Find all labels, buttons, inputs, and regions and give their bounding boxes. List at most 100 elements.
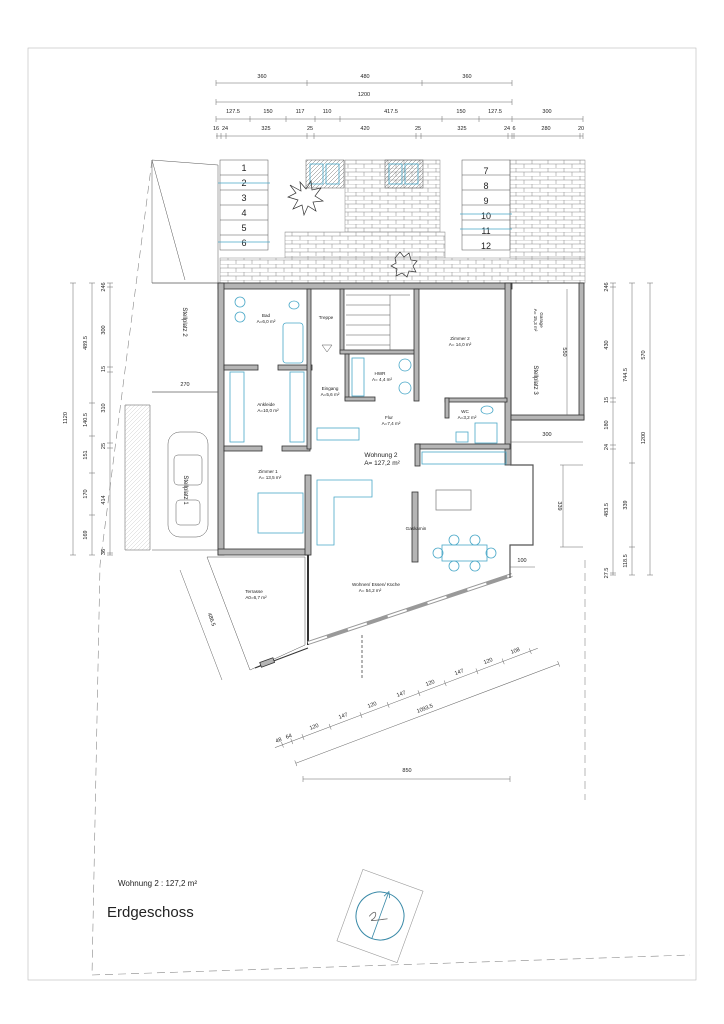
dim-label: 480	[360, 74, 369, 80]
dim-label: 300	[542, 109, 551, 115]
building	[167, 282, 585, 671]
floor-title: Erdgeschoss	[107, 904, 194, 921]
bike-space-6: 6	[241, 238, 246, 248]
staircase	[346, 294, 410, 350]
dimensions-diagonal: 48 64 120 147 120 147 120 147 120 108 10…	[274, 647, 560, 767]
kitchen-island	[435, 489, 472, 511]
dim-label: 140.5	[83, 413, 89, 427]
dim-label: 486.5	[206, 612, 216, 627]
dining-table	[441, 544, 488, 562]
bike-space-9: 9	[483, 196, 488, 206]
dim-label: 120	[309, 723, 320, 732]
dim-label: 180	[604, 420, 610, 429]
dim-label: 417.5	[384, 109, 398, 115]
bike-parking-left: 1 2 3 4 5 6	[218, 159, 270, 251]
bike-space-4: 4	[241, 208, 246, 218]
dimension-bottom: 850	[302, 768, 511, 782]
dim-label: 170	[83, 489, 89, 498]
sink-icon	[234, 296, 246, 308]
dim-label: 1093.5	[416, 703, 434, 715]
dim-label: 15	[101, 366, 107, 372]
kitchen-counter	[421, 451, 507, 465]
dim-label: 169	[83, 530, 89, 539]
dim-label: 118.5	[623, 554, 629, 567]
garage	[510, 282, 584, 421]
bed-icon	[257, 492, 304, 534]
dim-label: 16	[213, 126, 219, 132]
car-icon	[167, 431, 209, 538]
washer-icon	[398, 358, 412, 372]
room-eingang-name: Eingang	[322, 386, 339, 391]
bike-space-7: 7	[483, 166, 488, 176]
entrance-marker-icon	[321, 344, 333, 353]
dim-label: 300	[542, 432, 551, 438]
shower-icon	[474, 422, 498, 444]
room-treppe-name: Treppe	[319, 315, 334, 320]
cabinet	[351, 357, 365, 397]
dim-label: 25	[415, 126, 421, 132]
dim-label: 24	[604, 444, 610, 450]
property-boundary	[91, 159, 691, 976]
dim-label: 325	[261, 126, 270, 132]
garage-area: A= 15,3 m²	[533, 309, 538, 332]
room-wc-area: A=3,2 m²	[458, 415, 477, 420]
room-hwr-area: A= 4,4 m²	[372, 377, 393, 382]
north-arrow-icon	[336, 868, 424, 964]
room-wohnen-name: Wohnen/ Essen/ Küche	[352, 582, 400, 587]
bike-space-1: 1	[241, 163, 246, 173]
bicycle-icon	[218, 182, 270, 243]
dim-label: 27.5	[604, 568, 610, 579]
apartment-summary: Wohnung 2 : 127,2 m²	[118, 879, 197, 888]
dim-label: 48	[275, 737, 283, 745]
stellplatz1-label: Stellplatz 1	[182, 475, 188, 505]
dim-label: 24	[504, 126, 510, 132]
bike-space-5: 5	[241, 223, 246, 233]
room-terrasse-name: Terrasse	[245, 589, 263, 594]
garage-name: Garage	[539, 312, 544, 328]
dim-label: 1120	[63, 412, 69, 424]
dimensions-top: 360 480 360 1200 127.5 150 117 110 417.5…	[213, 74, 584, 139]
waste-bins	[305, 159, 424, 189]
room-wc-name: WC	[461, 409, 469, 414]
dim-label: 1200	[641, 432, 647, 444]
dim-label: 430	[604, 340, 610, 349]
room-zimmer2-name: Zimmer 2	[450, 336, 470, 341]
dim-label: 850	[402, 768, 411, 774]
bike-space-10: 10	[481, 211, 491, 221]
dim-label: 25	[307, 126, 313, 132]
dim-label: 414	[101, 495, 107, 504]
wardrobe	[229, 371, 245, 443]
dim-label: 280	[541, 126, 550, 132]
dim-label: 147	[396, 690, 407, 699]
dimensions-right: 246 430 15 180 24 483.5 27.5 744.5 339 1…	[604, 282, 653, 578]
furniture	[229, 296, 507, 572]
dim-label: 300	[101, 325, 107, 334]
room-flur-name: Flur	[385, 415, 393, 420]
dim-label: 150	[263, 109, 272, 115]
dim-label: 120	[425, 679, 436, 688]
toilet-icon	[288, 300, 300, 310]
dim-label: 120	[367, 701, 378, 710]
terrace-outline	[206, 556, 306, 671]
dim-label: 489.5	[83, 336, 89, 350]
apartment-name: Wohnung 2	[364, 452, 398, 459]
room-labels: Bad A=6,0 m² Treppe Zimmer 2 A= 14,0 m² …	[181, 307, 544, 600]
dim-label: 550	[561, 347, 567, 356]
sofa-icon	[316, 479, 373, 546]
room-hwr-name: HWR	[375, 371, 387, 376]
page-frame	[27, 47, 697, 981]
dimensions-left: 1120 489.5 140.5 151 170 169 246 300 15 …	[63, 282, 113, 556]
room-ankleide-area: A=10,0 m²	[257, 408, 279, 413]
dim-label: 1200	[358, 92, 370, 98]
room-ankleide-name: Ankleide	[257, 402, 275, 407]
bike-space-12: 12	[481, 241, 491, 251]
dim-label: 570	[641, 350, 647, 359]
room-wohnen-area: A= 54,2 m²	[359, 588, 382, 593]
dim-label: 110	[323, 109, 332, 115]
dim-label: 360	[462, 74, 471, 80]
stellplatz2-label: Stellplatz 2	[181, 307, 187, 337]
gaskamin-label: Gaskamin	[406, 526, 427, 531]
fireplace-wall	[411, 491, 419, 563]
dim-label: 6	[512, 126, 515, 132]
